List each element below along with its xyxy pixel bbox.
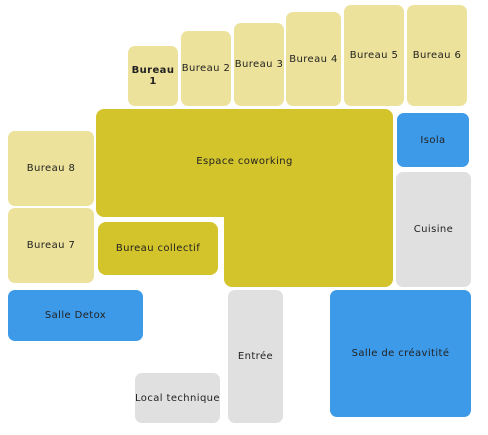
room-cuisine[interactable]: Cuisine [396, 172, 471, 287]
room-bureau-3[interactable]: Bureau 3 [234, 23, 284, 106]
room-label: Bureau 8 [26, 163, 76, 174]
room-label: Bureau 6 [412, 50, 462, 61]
room-salle-detox[interactable]: Salle Detox [8, 290, 143, 341]
room-bureau-1[interactable]: Bureau 1 [128, 46, 178, 106]
room-label: Salle Detox [44, 310, 107, 321]
room-label: Entrée [237, 351, 274, 362]
room-local-technique[interactable]: Local technique [135, 373, 220, 423]
room-label: Bureau 7 [26, 240, 76, 251]
room-label: Bureau 4 [289, 53, 338, 65]
room-label: Bureau 3 [234, 59, 284, 70]
room-salle-creativite[interactable]: Salle de créavitité [330, 290, 471, 417]
room-label: Espace coworking [196, 156, 293, 167]
room-bureau-5[interactable]: Bureau 5 [344, 5, 404, 106]
room-label: Bureau 2 [181, 63, 231, 74]
room-bureau-7[interactable]: Bureau 7 [8, 208, 94, 283]
room-bureau-6[interactable]: Bureau 6 [407, 5, 467, 106]
room-label: Bureau collectif [115, 243, 201, 254]
room-label: Isola [420, 134, 446, 146]
room-isola[interactable]: Isola [397, 113, 469, 167]
room-coworking-bottom [224, 190, 393, 287]
room-label: Local technique [135, 392, 220, 404]
room-bureau-collectif[interactable]: Bureau collectif [98, 222, 218, 275]
room-bureau-4[interactable]: Bureau 4 [286, 12, 341, 106]
room-label: Bureau 5 [349, 50, 399, 61]
room-bureau-8[interactable]: Bureau 8 [8, 131, 94, 206]
room-label: Bureau 1 [131, 65, 175, 87]
room-label: Cuisine [413, 224, 454, 235]
room-bureau-2[interactable]: Bureau 2 [181, 31, 231, 106]
room-entree[interactable]: Entrée [228, 290, 283, 423]
room-label: Salle de créavitité [351, 348, 450, 359]
